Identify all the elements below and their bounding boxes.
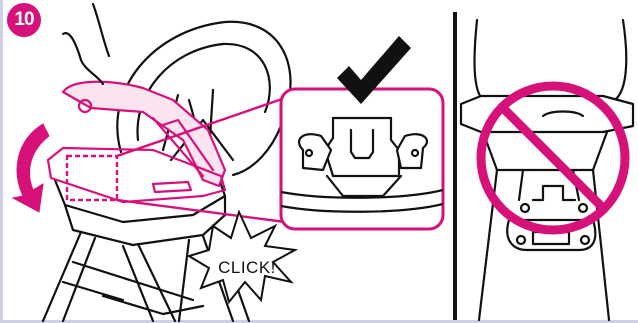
step-number-badge: 10 — [7, 3, 41, 37]
click-burst-shape — [189, 212, 295, 302]
detail-inset — [281, 36, 443, 229]
click-callout-text: CLICK! — [202, 258, 292, 278]
incorrect-installation-illustration — [461, 20, 633, 320]
rotate-arrow-icon — [13, 124, 49, 212]
illustration-canvas — [3, 0, 638, 323]
